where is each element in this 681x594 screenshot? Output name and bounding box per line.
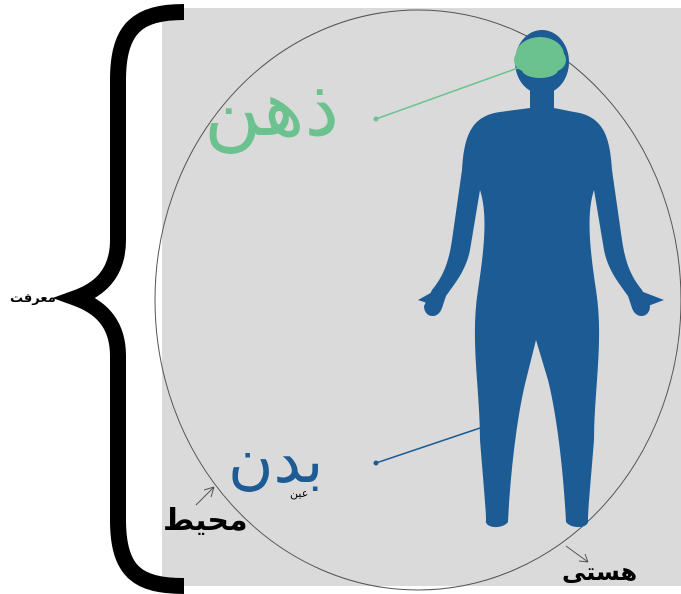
environment-label: محیط [163,506,248,536]
curly-brace [76,12,184,586]
mind-pointer-dot [374,117,379,122]
body-pointer-line [376,426,486,463]
eye-label: عین [290,488,308,499]
knowledge-label: معرفت [10,292,56,305]
mind-pointer-line [376,68,518,119]
mind-label: ذهن [204,70,339,148]
existence-label: هستی [562,560,637,584]
body-pointer-dot [374,461,379,466]
body-label: بدن [228,430,323,492]
human-figure [418,30,664,527]
